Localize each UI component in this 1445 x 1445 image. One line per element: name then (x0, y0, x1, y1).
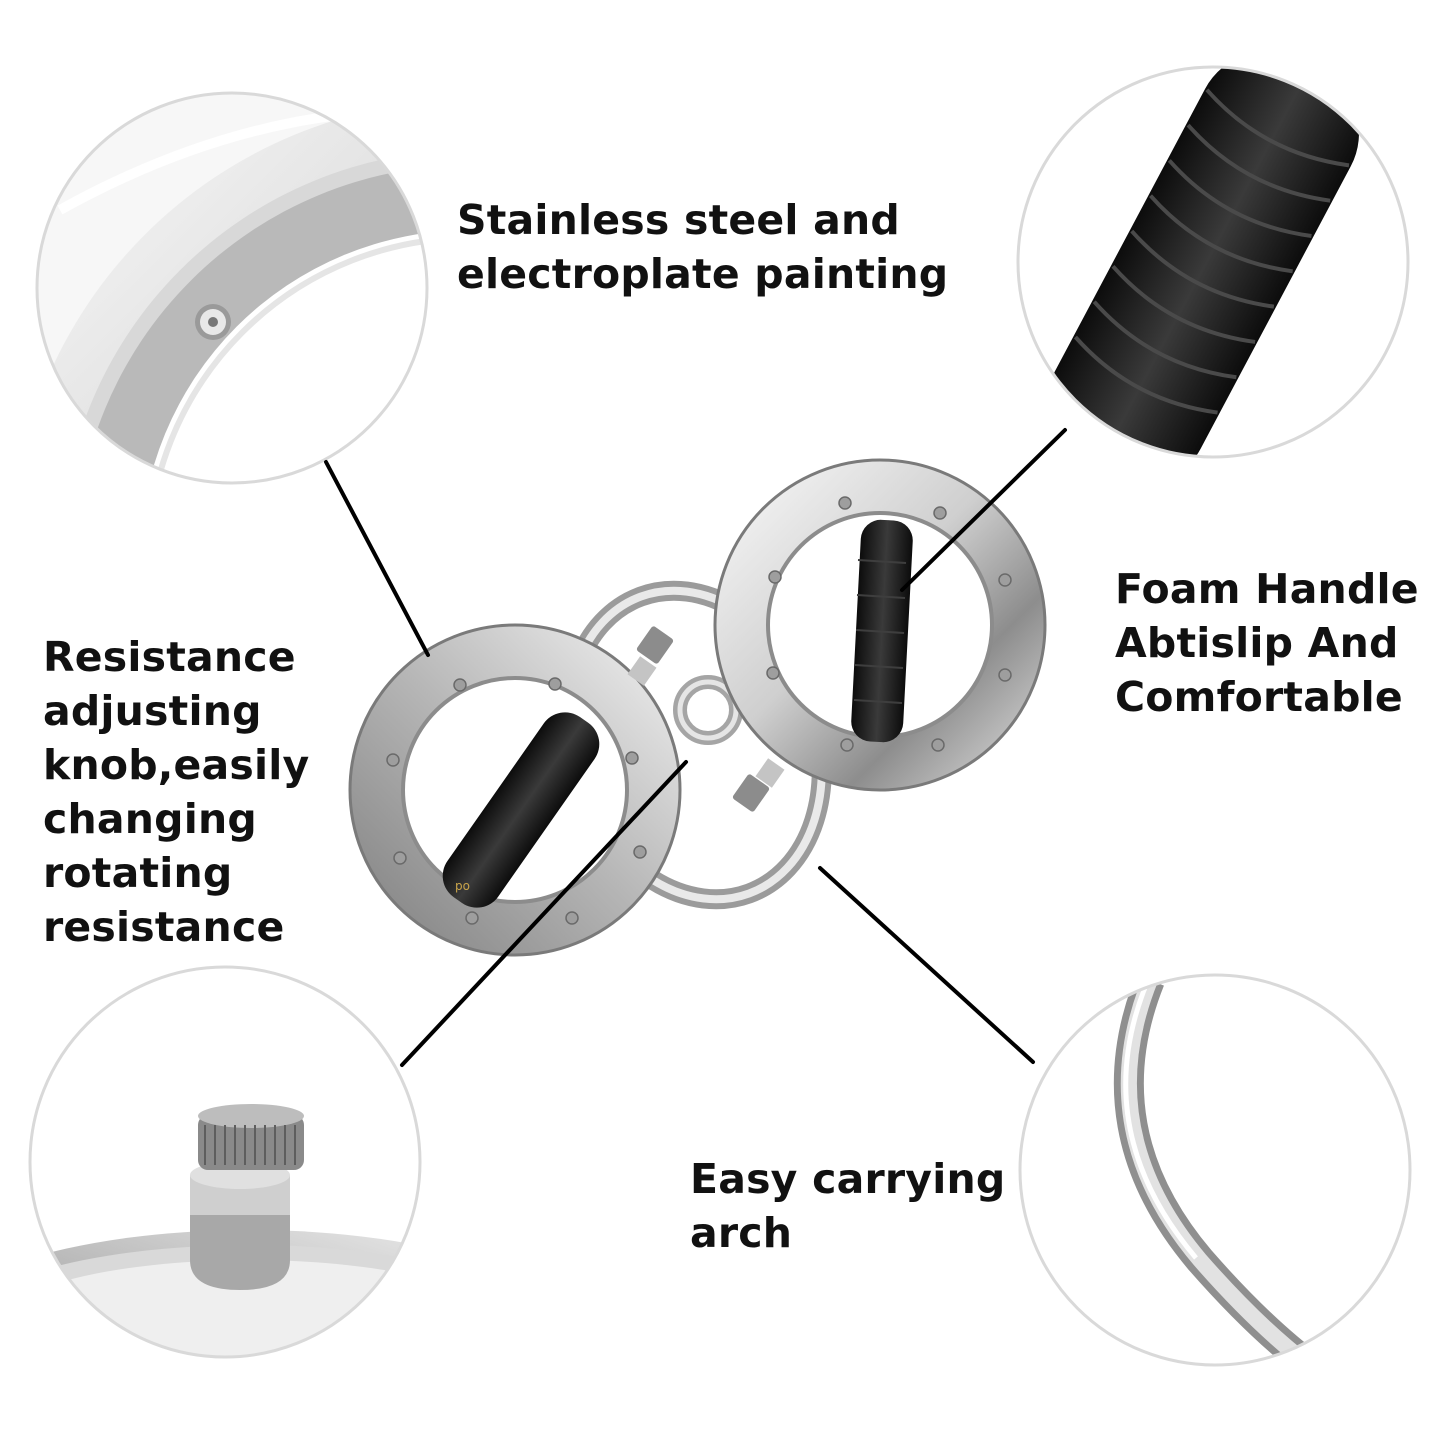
leader-line-knob (400, 760, 688, 1067)
knob-icon (198, 1104, 304, 1170)
leader-lines (324, 428, 1067, 1067)
right-grip-ring (713, 458, 1047, 792)
leader-line-arch (818, 866, 1035, 1064)
adjusting-knob-icon (627, 626, 785, 812)
leader-line-foam (900, 428, 1067, 592)
detail-foam-handle-circle (1016, 65, 1410, 459)
screw-icon (195, 304, 231, 340)
product-wrist-exerciser: po (348, 458, 1047, 957)
label-carrying-arch: Easy carrying arch (690, 1155, 1006, 1257)
label-resistance-knob: Resistance adjusting knob,easily changin… (43, 633, 310, 951)
detail-carrying-arch-circle (1018, 973, 1412, 1367)
detail-knob-circle (28, 965, 422, 1359)
label-foam-handle: Foam Handle Abtislip And Comfortable (1115, 565, 1419, 721)
leader-line-steel (324, 460, 430, 657)
product-logo: po (455, 879, 470, 893)
left-grip-ring: po (348, 623, 682, 957)
label-stainless-steel: Stainless steel and electroplate paintin… (457, 196, 949, 298)
